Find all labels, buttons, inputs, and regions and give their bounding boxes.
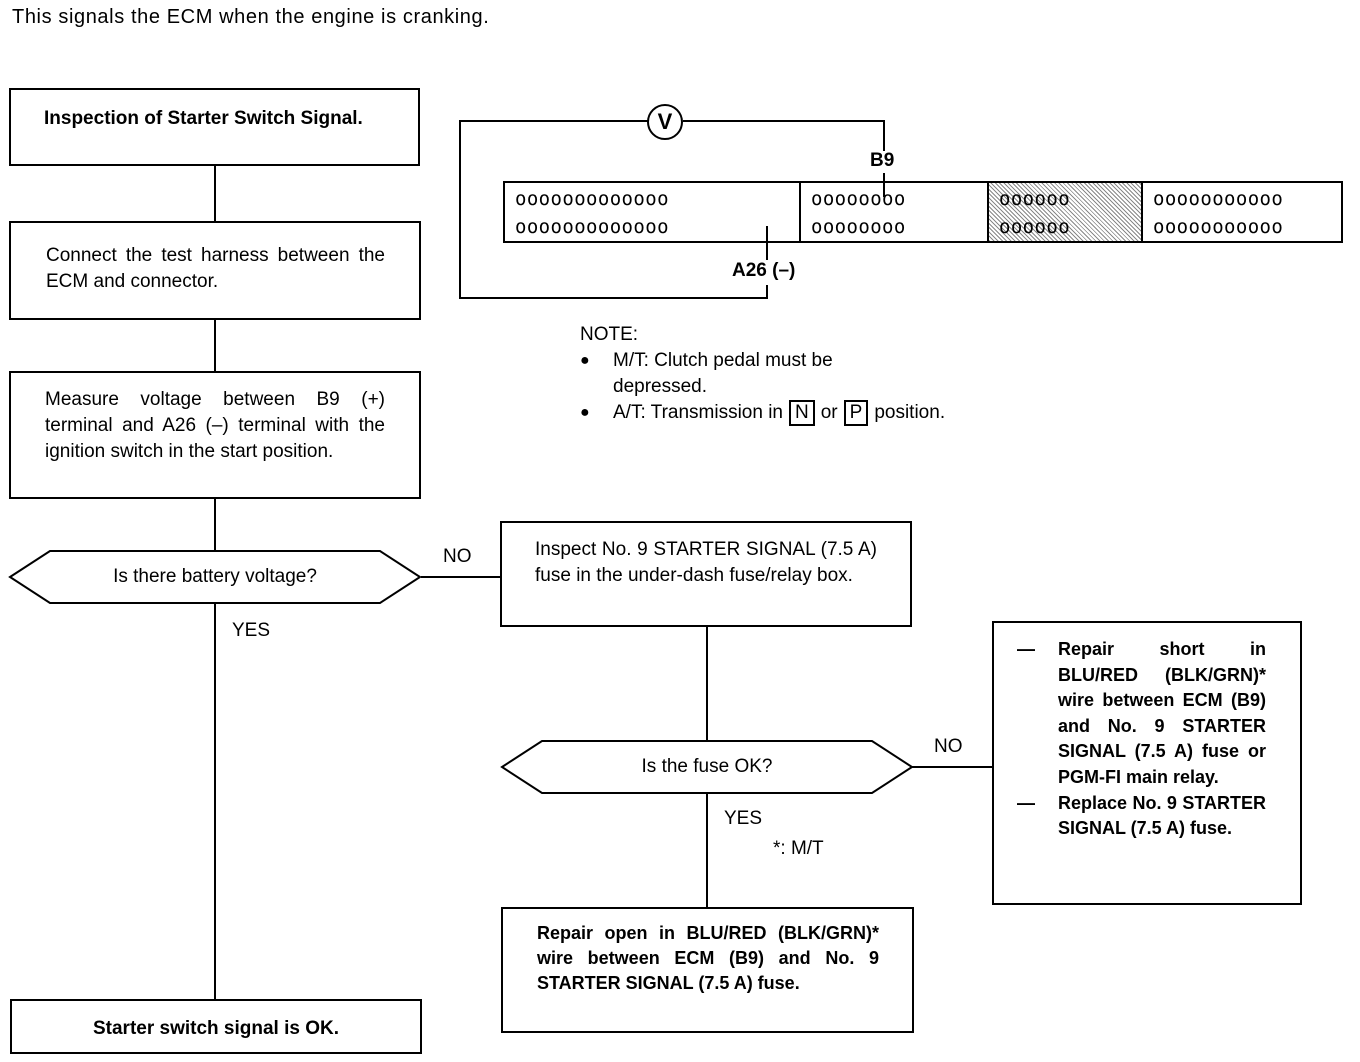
decision2-no-label: NO (934, 736, 963, 757)
decision1-no-label: NO (443, 546, 472, 567)
decision-fuse-ok: Is the fuse OK? (641, 756, 773, 777)
note-item-at-suffix: position. (874, 402, 946, 423)
note-title: NOTE: (580, 324, 639, 345)
step-connect-harness: Connect the test harness between the ECM… (9, 221, 421, 320)
footnote-mt: *: M/T (773, 838, 824, 859)
intro-text: This signals the ECM when the engine is … (12, 6, 490, 28)
connector-block-c-shaded: oooooo oooooo (989, 183, 1143, 241)
gear-n-badge: N (789, 400, 815, 426)
dash-marker: — (1017, 792, 1035, 813)
bullet-icon: ● (580, 404, 590, 421)
terminal-b9-label: B9 (870, 150, 895, 171)
step-measure-voltage: Measure voltage between B9 (+) terminal … (9, 371, 421, 499)
repair-short-text: Repair short in BLU/RED (BLK/GRN)* wire … (1058, 639, 1266, 787)
dash-marker: — (1017, 639, 1035, 659)
ecm-connector: ooooooooooooo ooooooooooooo oooooooo ooo… (503, 181, 1343, 243)
decision2-yes-label: YES (724, 808, 763, 829)
voltmeter-icon: V (647, 104, 683, 140)
connector-block-a: ooooooooooooo ooooooooooooo (505, 183, 801, 241)
decision-fuse-ok-shape (500, 740, 914, 794)
step-inspect-fuse: Inspect No. 9 STARTER SIGNAL (7.5 A) fus… (500, 521, 912, 627)
repair-short-box: — Repair short in BLU/RED (BLK/GRN)* wir… (992, 621, 1302, 905)
step-inspection-title: Inspection of Starter Switch Signal. (9, 88, 420, 166)
note-section: NOTE: ● M/T: Clutch pedal must be depres… (580, 322, 945, 426)
note-or: or (820, 402, 838, 423)
decision1-yes-label: YES (232, 620, 271, 641)
bullet-icon: ● (580, 352, 590, 369)
gear-p-badge: P (843, 400, 869, 426)
terminal-a26-label: A26 (–) (732, 260, 796, 281)
result-ok-box: Starter switch signal is OK. (10, 999, 422, 1054)
replace-fuse-text: Replace No. 9 STARTER SIGNAL (7.5 A) fus… (1058, 792, 1266, 839)
decision-battery-voltage: Is there battery voltage? (113, 566, 317, 587)
decision-battery-voltage-shape (8, 550, 422, 604)
connector-block-b: oooooooo oooooooo (801, 183, 989, 241)
note-item-at-prefix: A/T: Transmission in (613, 402, 783, 423)
connector-block-d: ooooooooooo ooooooooooo (1153, 188, 1284, 238)
repair-open-box: Repair open in BLU/RED (BLK/GRN)* wire b… (501, 907, 914, 1033)
note-item-mt: M/T: Clutch pedal must be depressed. (613, 350, 833, 397)
